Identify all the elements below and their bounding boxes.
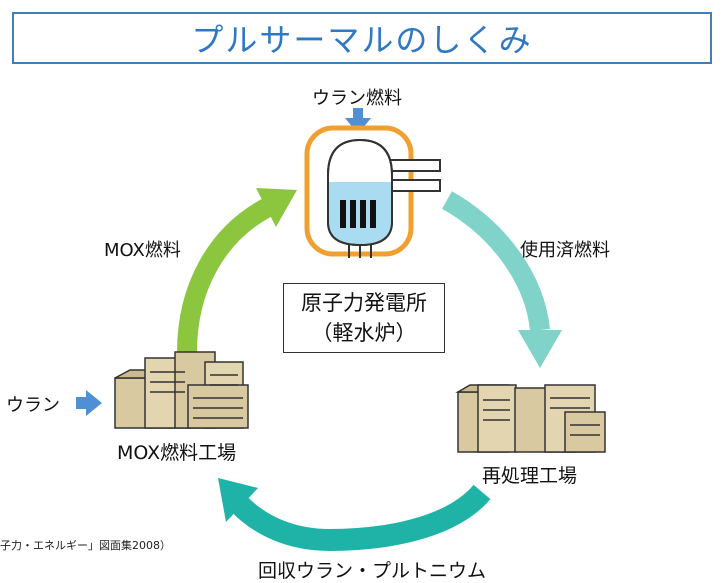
- mox-plant-icon: [114, 351, 249, 429]
- reactor-icon: [304, 125, 441, 258]
- power-plant-label: 原子力発電所: [301, 291, 427, 315]
- spent-fuel-arrow: [441, 191, 562, 368]
- reprocessing-plant-label: 再処理工場: [482, 465, 578, 487]
- title-box: プルサーマルのしくみ: [12, 12, 712, 64]
- recovered-arrow: [218, 478, 491, 552]
- mox-plant-label: MOX燃料工場: [117, 442, 237, 464]
- mox-fuel-label: MOX燃料: [104, 240, 181, 261]
- spent-fuel-label: 使用済燃料: [520, 240, 610, 261]
- reprocessing-plant-icon: [455, 384, 606, 453]
- recovered-label: 回収ウラン・プルトニウム: [258, 560, 487, 582]
- uranium-fuel-label: ウラン燃料: [312, 88, 402, 109]
- power-plant-type-label: （軽水炉）: [311, 321, 417, 345]
- source-note: 子力・エネルギー」図面集2008）: [0, 539, 171, 552]
- uranium-label: ウラン: [6, 395, 60, 416]
- page-title: プルサーマルのしくみ: [191, 21, 533, 59]
- uranium-input-arrow: [76, 390, 102, 416]
- mox-fuel-arrow: [177, 188, 297, 353]
- power-plant-box: 原子力発電所 （軽水炉）: [283, 283, 445, 353]
